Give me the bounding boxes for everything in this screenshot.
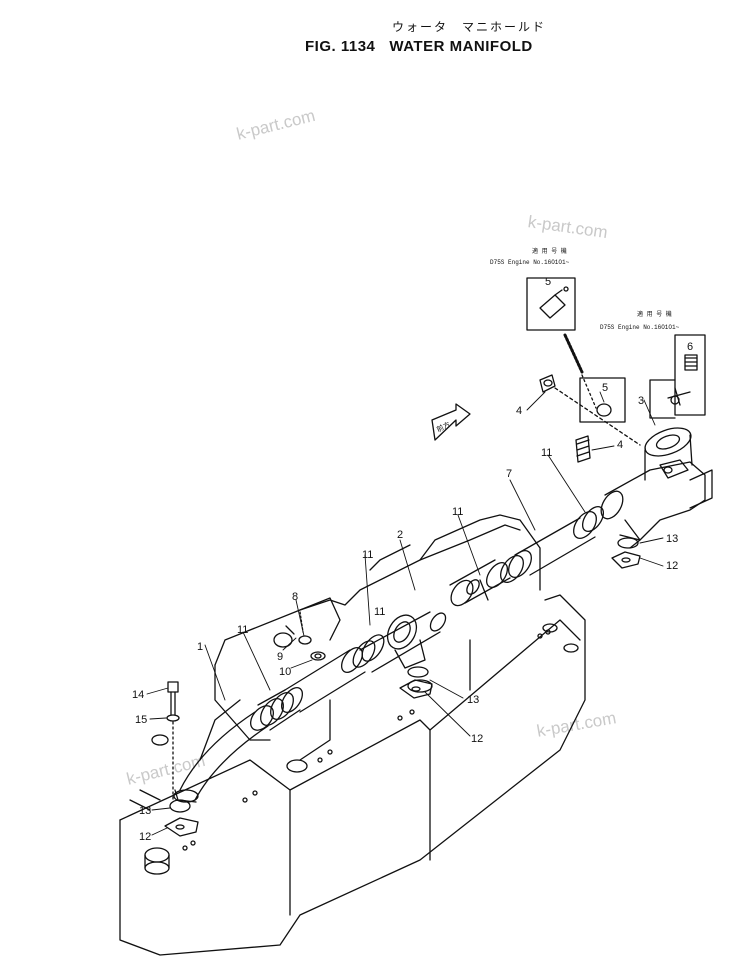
front-arrow-label: 前方: [435, 420, 451, 434]
callout-7: 7: [506, 468, 512, 480]
callout-1: 1: [197, 641, 203, 653]
callout-9: 9: [277, 651, 283, 663]
callout-5b: 5: [602, 382, 608, 394]
figure-name: WATER MANIFOLD: [389, 38, 533, 55]
serial-box-right: [649, 334, 706, 419]
part-4-fittings: [539, 333, 641, 463]
figure-number: FIG. 1134: [305, 38, 376, 55]
callout-11e: 11: [374, 606, 385, 618]
pipe-section-rear: [260, 646, 366, 726]
serial-note-2-text: D75S Engine No.16O1O1~: [600, 324, 680, 331]
serial-note-1-text: D75S Engine No.16O1O1~: [490, 259, 570, 266]
part-2-middle-tee: [352, 611, 447, 673]
part-7-front-pipe: [500, 505, 605, 583]
callout-10: 10: [279, 666, 291, 678]
callout-4a: 4: [516, 405, 522, 417]
callout-11c: 11: [452, 506, 463, 518]
serial-note-2-header: 適 用 号 機: [637, 310, 672, 318]
front-direction-arrow: 前方: [431, 403, 471, 441]
callout-8: 8: [292, 591, 298, 603]
callout-12a: 12: [666, 560, 678, 572]
callout-11a: 11: [237, 624, 248, 636]
serial-box-left: [526, 277, 626, 423]
pipe-section-middle: [449, 559, 511, 607]
callout-13a: 13: [666, 533, 678, 545]
callout-12c: 12: [139, 831, 151, 843]
callout-11b: 11: [362, 549, 373, 561]
leader-lines: [146, 391, 664, 836]
callout-4b: 4: [617, 439, 623, 451]
callout-labels: 1 2 3 4 4 5 5 6 7 8 9 10 11 11 11 11 11 …: [132, 247, 693, 843]
callout-2: 2: [397, 529, 403, 541]
plugs-8-9-10: [285, 611, 326, 661]
callout-6: 6: [687, 341, 693, 353]
gaskets: [164, 537, 641, 837]
callout-3: 3: [638, 395, 644, 407]
callout-15: 15: [135, 714, 147, 726]
callout-12b: 12: [471, 733, 483, 745]
callout-13c: 13: [139, 805, 151, 817]
part-1-rear-elbow: [173, 689, 301, 803]
callout-13b: 13: [467, 694, 479, 706]
callout-14: 14: [132, 689, 144, 701]
japanese-title: ウォータ マニホールド: [392, 20, 547, 34]
bolt-14-washer-15: [166, 681, 180, 801]
figure-title: FIG. 1134 WATER MANIFOLD: [305, 38, 533, 55]
part-3-front-housing: [600, 427, 713, 549]
callout-11d: 11: [541, 447, 552, 459]
cylinder-head-block: [119, 514, 586, 956]
serial-note-1-header: 適 用 号 機: [532, 247, 567, 255]
callout-5a: 5: [545, 276, 551, 288]
